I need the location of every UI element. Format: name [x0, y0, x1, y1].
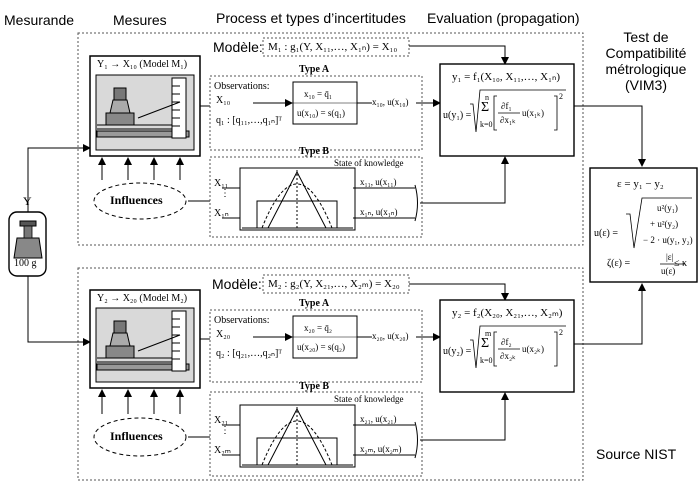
- compat-zeta-den: u(ε): [661, 266, 676, 276]
- panel-1-out-first: x₁₁, u(x₁₁): [360, 177, 397, 187]
- panel-1-model-box: [262, 37, 410, 57]
- panel-1-type-a-out: x₁₀, u(x₁₀): [372, 97, 409, 107]
- compat-box: [589, 167, 698, 283]
- panel-2-influences-label: Influences: [110, 429, 163, 443]
- panel-2-frac-den: ∂x₂ₖ: [500, 351, 516, 361]
- panel-2-type-a-title: Type A: [299, 298, 330, 309]
- panel-1-x-dots: ⋮: [220, 188, 230, 199]
- instrument-2-icon: [89, 289, 201, 389]
- panel-1-u-lhs: u(y₁) =: [443, 110, 472, 121]
- panel-1-out-last: x₁ₙ, u(x₁ₙ): [360, 207, 398, 217]
- panel-2-u-term: u(x₂ₖ): [522, 344, 544, 354]
- panel-1-instrument-title: Y₁ → X₁₀ (Model M₁): [97, 59, 188, 70]
- panel-2-x0: X₂₀: [216, 329, 231, 340]
- panel-2-model-eq: M₂ : g₂(Y, X₂₁,…, X₂ₘ) = X₂₀: [268, 278, 400, 290]
- panel-2-observations: Observations:: [214, 315, 270, 326]
- panel-2-u-eq: u(x₂₀) = s(q₂): [297, 342, 345, 352]
- header-mesures: Mesures: [113, 12, 167, 28]
- panel-2-out-first: x₂₁, u(x₂₁): [360, 414, 397, 424]
- header-test-line-4: (VIM3): [625, 77, 667, 93]
- source-label: Source NIST: [596, 446, 677, 462]
- compat-ueps-1: u²(y₁): [657, 203, 678, 213]
- measurand-y-label: Y: [23, 194, 32, 208]
- panel-1-model-eq: M₁ : g₁(Y, X₁₁,…, X₁ₙ) = X₁₀: [268, 41, 398, 53]
- panel-2-x-dots: ⋮: [220, 425, 230, 436]
- panel-2-type-b-box: [209, 391, 423, 477]
- panel-2-type-a-box: [209, 309, 423, 383]
- panel-2-eval-box: [439, 299, 575, 393]
- panel-1-influences-label: Influences: [110, 193, 163, 207]
- instrument-1-icon: [89, 55, 201, 157]
- panel-2-state: State of knowledge: [334, 394, 404, 404]
- compat-ueps-lhs: u(ε) =: [594, 228, 618, 239]
- compat-zeta-rhs: ≤ κ: [674, 258, 688, 269]
- panel-2-frac-num: ∂f₂: [501, 337, 512, 347]
- panel-1-observations: Observations:: [214, 81, 270, 92]
- panel-1-x-first: X₁₁: [214, 178, 229, 189]
- header-mesurande: Mesurande: [4, 12, 75, 28]
- panel-1-distribution-curves: [242, 170, 353, 229]
- panel-1-mean-eq: x₁₀ = q̄₁: [304, 89, 332, 99]
- panel-1-x0: X₁₀: [216, 95, 231, 106]
- panel-2-sq: 2: [559, 328, 563, 337]
- panel-2-frame: [77, 267, 584, 481]
- panel-1-u-term: u(x₁ₖ): [522, 108, 544, 118]
- compat-ueps-2: + u²(y₂): [650, 219, 679, 229]
- panel-1-influence-arrows: [98, 157, 184, 180]
- panel-2-type-a-out: x₂₀, u(x₂₀): [372, 331, 409, 341]
- header-evaluation: Evaluation (propagation): [427, 10, 580, 26]
- panel-2-distribution-curves: [242, 407, 353, 466]
- panel-2-mean-eq: x₂₀ = q̄₂: [304, 323, 332, 333]
- panel-2-q-vector: q₂ : [q₂₁,…,q₂ₙ]ᵀ: [216, 348, 282, 359]
- panel-2-x-last: X₂ₘ: [214, 445, 231, 456]
- panel-2-sum-top: m: [485, 329, 492, 338]
- panel-1-frac-den: ∂x₁ₖ: [500, 115, 516, 125]
- panel-1-y-eq: y₁ = f₁(X₁₀, X₁₁,…, X₁ₙ): [452, 71, 561, 83]
- panel-2-type-b-title: Type B: [299, 381, 330, 392]
- panel-2-influence-arrows: [98, 389, 184, 414]
- measurand-mass-label: 100 g: [14, 258, 37, 269]
- panel-2-influences-ellipse: [93, 417, 187, 457]
- compat-eps: ε = y₁ − y₂: [617, 178, 664, 190]
- header-test: Test de Compatibilité métrologique (VIM3…: [595, 29, 697, 93]
- panel-2-y-eq: y₂ = f₂(X₂₀, X₂₁,…, X₂ₘ): [452, 307, 563, 319]
- panel-1-eval-box: [439, 63, 575, 157]
- header-process: Process et types d’incertitudes: [216, 10, 406, 26]
- panel-1-frame: [77, 32, 584, 246]
- panel-1-sum-sign: Σ: [481, 100, 490, 115]
- panel-1-modele-label: Modèle:: [213, 39, 263, 55]
- panel-1-type-b-title: Type B: [299, 146, 330, 157]
- compat-zeta-num: |ε|: [666, 252, 674, 262]
- panel-2-model-box: [262, 274, 410, 294]
- panel-2-modele-label: Modèle:: [212, 276, 262, 292]
- panel-1-sum-top: n: [485, 93, 489, 102]
- panel-2-sum-bot: k=0: [480, 356, 493, 365]
- panel-1-q-vector: q₁ : [q₁₁,…,q₁ₙ]ᵀ: [216, 115, 282, 126]
- panel-1-sum-bot: k=0: [480, 120, 493, 129]
- panel-1-state: State of knowledge: [334, 158, 404, 168]
- header-test-line-2: Compatibilité: [605, 45, 687, 61]
- panel-1-type-a-title: Type A: [299, 64, 330, 75]
- panel-2-instrument-title: Y₂ → X₂₀ (Model M₂): [97, 293, 188, 304]
- panel-1-sq: 2: [559, 92, 563, 101]
- panel-2-out-last: x₂ₘ, u(x₂ₘ): [360, 444, 402, 454]
- panel-1-type-b-box: [209, 156, 423, 238]
- header-test-line-1: Test de: [623, 29, 669, 45]
- panel-1-type-a-box: [209, 75, 423, 151]
- panel-2-x-first: X₂₁: [214, 415, 229, 426]
- compat-zeta-lhs: ζ(ε) =: [607, 258, 631, 269]
- panel-2-u-lhs: u(y₂) =: [443, 346, 472, 357]
- panel-1-u-eq: u(x₁₀) = s(q₁): [297, 108, 345, 118]
- panel-1-frac-num: ∂f₁: [501, 101, 512, 111]
- compat-ueps-3: − 2 · u(y₁, y₂): [643, 235, 693, 245]
- panel-1-influences-ellipse: [93, 182, 187, 220]
- panel-1-x-last: X₁ₙ: [214, 208, 229, 219]
- header-test-line-3: métrologique: [605, 61, 687, 77]
- panel-2-sum-sign: Σ: [481, 336, 490, 351]
